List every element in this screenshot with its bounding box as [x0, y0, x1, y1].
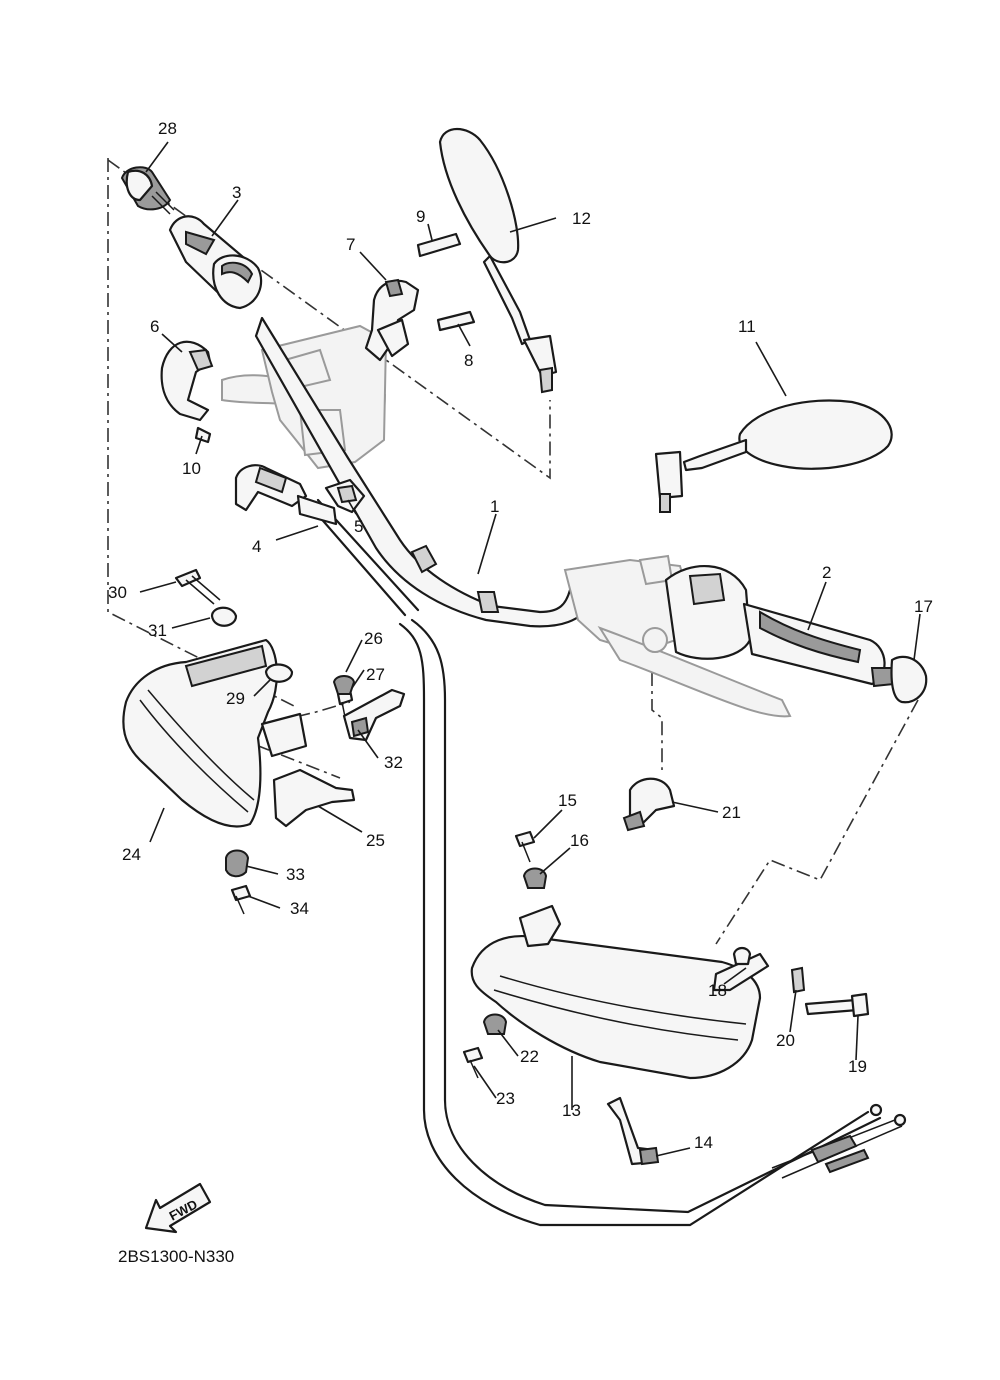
callout-30: 30	[108, 583, 127, 602]
diagram-code: 2BS1300-N330	[118, 1247, 234, 1266]
callout-16: 16	[570, 831, 589, 850]
right-hand-guard	[462, 830, 870, 1166]
forward-arrow-badge: FWD	[144, 1182, 212, 1234]
callout-19: 19	[848, 1057, 867, 1076]
callout-24: 24	[122, 845, 141, 864]
callout-26: 26	[364, 629, 383, 648]
callout-20: 20	[776, 1031, 795, 1050]
right-brake-master-cylinder	[563, 554, 792, 718]
callout-23: 23	[496, 1089, 515, 1108]
callout-28: 28	[158, 119, 177, 138]
callout-31: 31	[148, 621, 167, 640]
callout-6: 6	[150, 317, 159, 336]
callout-17: 17	[914, 597, 933, 616]
callout-18: 18	[708, 981, 727, 1000]
callout-5: 5	[354, 517, 363, 536]
left-grip-assembly	[120, 166, 263, 310]
right-mirror	[654, 399, 893, 513]
callout-14: 14	[694, 1133, 713, 1152]
callout-27: 27	[366, 665, 385, 684]
right-grip-assembly	[664, 564, 886, 686]
handlebar-clamp	[364, 232, 476, 362]
callout-labels: 1 2 3 4 5 6 7 8 9 10 11 12 13 14 15 16 1…	[108, 119, 933, 1152]
callout-1: 1	[490, 497, 499, 516]
left-switch-holder	[160, 340, 214, 444]
callout-3: 3	[232, 183, 241, 202]
callout-21: 21	[722, 803, 741, 822]
wire-holder	[234, 464, 366, 526]
callout-7: 7	[346, 235, 355, 254]
callout-12: 12	[572, 209, 591, 228]
callout-11: 11	[738, 317, 756, 336]
left-mirror	[438, 127, 558, 394]
right-bar-end	[870, 655, 928, 704]
callout-9: 9	[416, 207, 425, 226]
callout-8: 8	[464, 351, 473, 370]
callout-33: 33	[286, 865, 305, 884]
left-guard-bracket	[272, 675, 406, 828]
left-hand-guard	[122, 568, 308, 915]
callout-22: 22	[520, 1047, 539, 1066]
callout-13: 13	[562, 1101, 581, 1120]
callout-15: 15	[558, 791, 577, 810]
callout-29: 29	[226, 689, 245, 708]
callout-10: 10	[182, 459, 201, 478]
callout-2: 2	[822, 563, 831, 582]
callout-34: 34	[290, 899, 309, 918]
right-guard-clamp	[622, 777, 676, 832]
callout-25: 25	[366, 831, 385, 850]
leader-lines	[139, 141, 921, 1157]
callout-32: 32	[384, 753, 403, 772]
callout-4: 4	[252, 537, 261, 556]
